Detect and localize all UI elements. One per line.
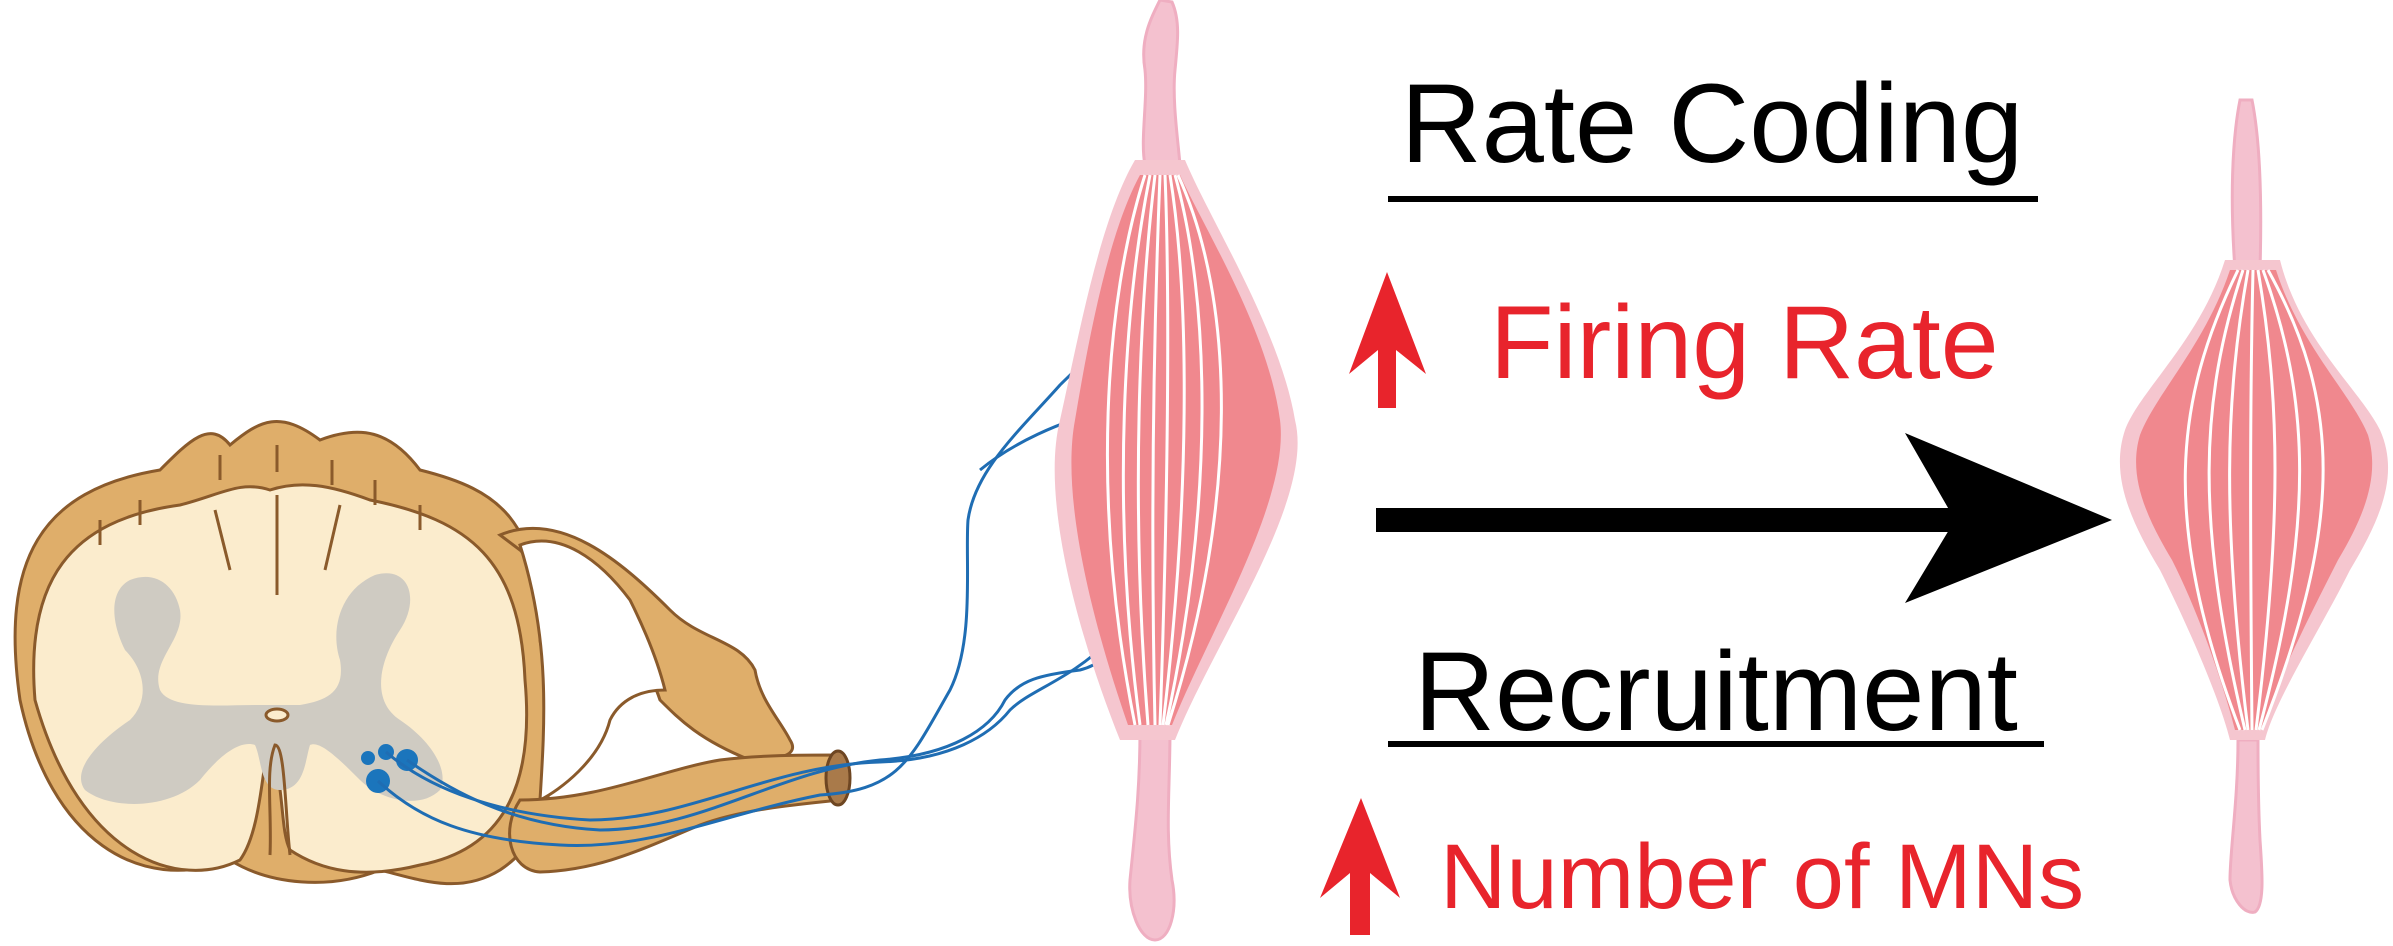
dorsal-rootlet-lines (98, 445, 422, 595)
root-gap (518, 539, 667, 803)
central-canal (264, 707, 290, 723)
firing-rate-label: Firing Rate (1490, 285, 1999, 401)
nerve-cut-end (824, 749, 852, 807)
muscle-relaxed-icon (1054, 0, 1298, 942)
number-of-mns-label: Number of MNs (1440, 826, 2084, 928)
gray-matter (81, 573, 443, 804)
muscle-left-belly (1071, 175, 1281, 725)
black-right-arrow-icon (1376, 433, 2112, 603)
recruitment-heading: Recruitment (1414, 629, 2018, 754)
ventral-fissure (267, 743, 292, 856)
muscle-left-fibers (1105, 174, 1223, 726)
rate-coding-heading: Rate Coding (1401, 61, 2024, 186)
muscle-right-belly (2136, 270, 2373, 730)
spinal-cord-cross-section (13, 420, 852, 886)
red-up-arrow-icon (1349, 272, 1426, 408)
muscle-right-fibers (2183, 269, 2325, 731)
muscle-contracted-icon (2119, 98, 2389, 914)
red-up-arrow-icon-2 (1320, 798, 1400, 935)
